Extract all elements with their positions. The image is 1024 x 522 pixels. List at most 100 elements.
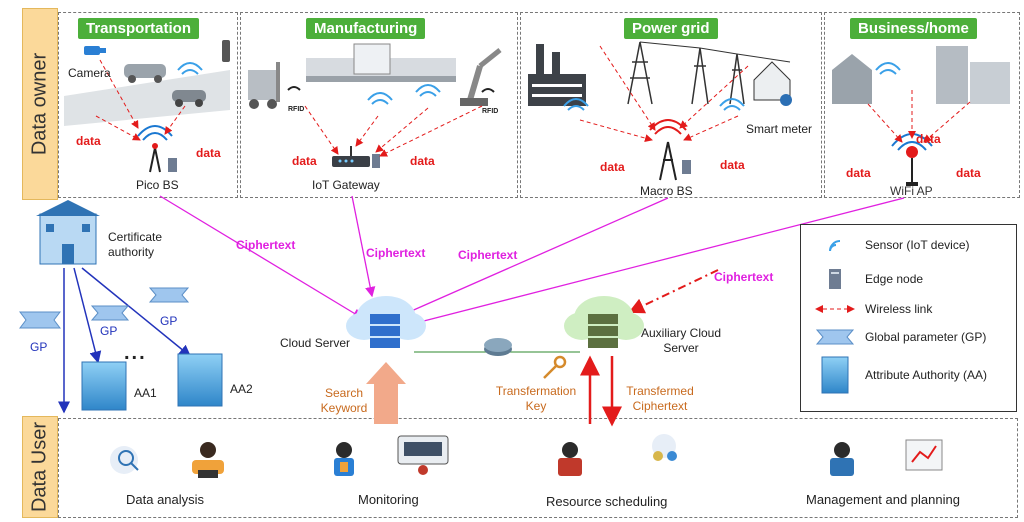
- data-label: data: [292, 154, 317, 168]
- data-label: data: [410, 154, 435, 168]
- aa1-building-icon: [81, 361, 127, 411]
- smart-meter-icon: [780, 94, 792, 106]
- flow-manufacturing-to-cloud: [351, 195, 376, 298]
- legend-item-aa: Attribute Authority (AA): [811, 356, 988, 394]
- data-owner-band: Data owner: [22, 8, 58, 200]
- forklift-icon: [248, 62, 280, 109]
- pico-bs-tower-icon: [137, 125, 177, 173]
- gp-label: GP: [160, 314, 178, 328]
- planning-board-icon: [905, 439, 943, 471]
- data-label: data: [846, 166, 871, 180]
- legend-item-gp: Global parameter (GP): [811, 323, 986, 351]
- legend-item-sensor: Sensor (IoT device): [811, 231, 970, 259]
- user-label-data-analysis: Data analysis: [126, 492, 205, 507]
- search-keyword-arrow: [366, 362, 406, 424]
- macro-bs-tower-icon: [649, 119, 691, 181]
- manufacturing-scene: [248, 43, 502, 168]
- key-icon: [543, 355, 567, 379]
- factory-icon: [528, 44, 586, 106]
- robot-arm-icon: [460, 48, 502, 106]
- ciphertext-label: Ciphertext: [236, 238, 296, 252]
- aa-ellipsis: ...: [124, 342, 147, 364]
- flow-red-to-auxiliary: [628, 269, 719, 314]
- section-title-manufacturing: Manufacturing: [306, 18, 426, 39]
- section-title-transportation: Transportation: [78, 18, 200, 39]
- house-icon: [753, 61, 791, 101]
- power-grid-scene: [528, 41, 792, 181]
- gp-ribbon-icon: [19, 311, 61, 329]
- data-label: data: [956, 166, 981, 180]
- transformed-ciphertext-label: Transfermed Ciphertext: [626, 384, 694, 413]
- conveyor-icon: [306, 43, 456, 82]
- legend-label: Edge node: [865, 272, 924, 286]
- legend-box: Sensor (IoT device) Edge node Wireless l…: [800, 224, 1017, 412]
- transportation-scene: [64, 40, 230, 173]
- user-label-management: Management and planning: [806, 492, 960, 507]
- data-label: data: [916, 132, 941, 146]
- certificate-authority-icon: [36, 200, 100, 265]
- data-user-box: [58, 418, 1018, 518]
- gp-label: GP: [30, 340, 48, 354]
- legend-label: Attribute Authority (AA): [865, 368, 988, 382]
- building-icon: [936, 46, 1010, 104]
- legend-label: Wireless link: [865, 302, 933, 316]
- rfid-label: RFID: [482, 108, 499, 115]
- team-icon: [652, 434, 677, 461]
- user-label-monitoring: Monitoring: [358, 492, 419, 507]
- analyst-person-icon: [192, 442, 224, 478]
- auxiliary-cloud-server-label: Auxiliary Cloud Server: [640, 326, 722, 355]
- flow-business-to-cloud: [410, 197, 905, 327]
- traffic-light-icon: [222, 40, 230, 62]
- smart-meter-label: Smart meter: [746, 122, 813, 136]
- wifi-ap-label: WiFi AP: [890, 184, 933, 198]
- gp-ribbon-icon: [148, 287, 190, 303]
- wireless-link-icon: [811, 295, 859, 323]
- macro-bs-label: Macro BS: [640, 184, 693, 198]
- data-label: data: [600, 160, 625, 174]
- manufacturing-box: [240, 12, 518, 198]
- iot-gateway-label: IoT Gateway: [312, 178, 380, 192]
- business-home-scene: [832, 46, 1010, 186]
- ciphertext-label: Ciphertext: [714, 270, 774, 284]
- data-analysis-icon: [110, 446, 139, 474]
- pico-bs-label: Pico BS: [136, 178, 179, 192]
- data-label: data: [76, 134, 101, 148]
- ciphertext-label: Ciphertext: [366, 246, 426, 260]
- cloud-server-label: Cloud Server: [280, 336, 351, 350]
- auxiliary-cloud-server-icon: [564, 296, 644, 348]
- monitoring-screen-icon: [397, 435, 449, 475]
- aa2-label: AA2: [230, 382, 253, 396]
- flow-power-to-cloud: [398, 197, 669, 318]
- data-label: data: [720, 158, 745, 172]
- aa2-building-icon: [177, 353, 223, 407]
- legend-label: Global parameter (GP): [865, 330, 987, 344]
- camera-label: Camera: [68, 66, 111, 80]
- sensor-icon: [811, 231, 859, 259]
- cloud-server-icon: [346, 296, 426, 348]
- data-user-band: Data User: [22, 416, 58, 518]
- user-label-resource-scheduling: Resource scheduling: [546, 494, 668, 509]
- router-icon: [484, 338, 512, 356]
- gp-ribbon-icon: [90, 305, 130, 321]
- iot-gateway-icon: [332, 146, 380, 168]
- section-title-power-grid: Power grid: [624, 18, 718, 39]
- data-label: data: [196, 146, 221, 160]
- house-icon: [832, 54, 872, 104]
- worker-icon: [334, 442, 354, 476]
- manager-icon: [830, 442, 854, 476]
- rfid-label: RFID: [288, 106, 305, 113]
- attribute-authority-icon: [811, 356, 859, 394]
- legend-item-wireless-link: Wireless link: [811, 295, 932, 323]
- section-title-business-home: Business/home: [850, 18, 977, 39]
- edge-node-icon: [811, 265, 859, 293]
- certificate-authority-label: Certificate authority: [108, 230, 163, 259]
- transmission-tower-icon: [627, 41, 745, 105]
- scheduler-person-icon: [558, 442, 582, 476]
- camera-icon: [84, 46, 100, 55]
- aa1-label: AA1: [134, 386, 157, 400]
- car-icon: [172, 90, 206, 107]
- legend-item-edge-node: Edge node: [811, 265, 923, 293]
- legend-label: Sensor (IoT device): [865, 238, 970, 252]
- power-grid-box: [520, 12, 822, 198]
